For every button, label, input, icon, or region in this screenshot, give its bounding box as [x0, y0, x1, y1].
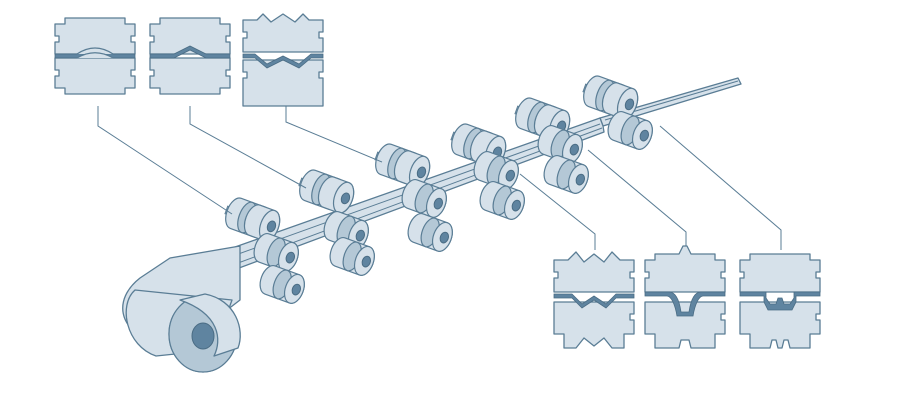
cross-section-stage-1: [54, 17, 136, 95]
leader-lines: [97, 106, 782, 250]
cross-section-stage-4: [553, 251, 635, 349]
cross-section-stage-6: [739, 253, 821, 349]
cross-section-stage-5: [644, 245, 726, 349]
cross-section-stage-2: [149, 17, 231, 95]
cross-section-stage-3: [242, 13, 324, 107]
sheet-coil: [122, 245, 241, 373]
